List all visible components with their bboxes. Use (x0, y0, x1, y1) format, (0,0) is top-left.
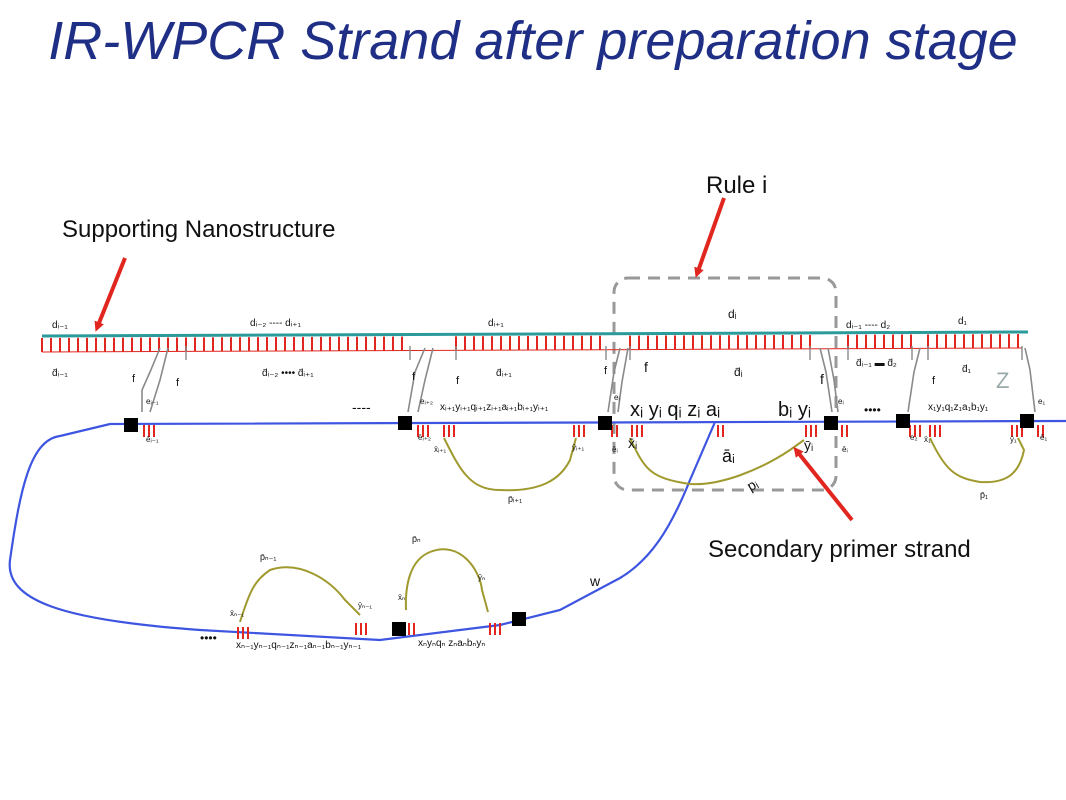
label-f: f (644, 359, 648, 375)
label-x-n-minus-1-bar: x̄ₙ₋₁ (230, 609, 244, 618)
label-e-i-plus-2: eᵢ₊₂ (420, 397, 433, 406)
label-d-i-minus-1: dᵢ₋₁ (52, 320, 68, 331)
label-f: f (604, 365, 608, 377)
segment-outlines (185, 346, 1023, 360)
label-dots-bottom: •••• (200, 631, 217, 645)
label-y-n-minus-1-bar: ȳₙ₋₁ (358, 601, 372, 610)
support-ticks (41, 334, 1023, 353)
strand-block (896, 414, 910, 428)
support-arrow (94, 257, 127, 332)
label-f: f (820, 371, 824, 387)
label-seq-i-left: xᵢ yᵢ qᵢ zᵢ aᵢ (630, 399, 720, 421)
label-e-i-bar: ēᵢ (842, 445, 848, 454)
label-z-mark: Z (996, 368, 1009, 393)
label-f: f (132, 373, 136, 385)
label-y-1-bar: ȳ₁ (1010, 435, 1017, 444)
label-d-i-minus-2-range: dᵢ₋₂ ---- dᵢ₊₁ (250, 318, 302, 329)
label-y-i-bar: ȳᵢ (804, 437, 813, 453)
label-d-i-plus-1: dᵢ₊₁ (488, 318, 504, 329)
label-d-i-minus-1-bar: d̄ᵢ₋₁ (52, 368, 68, 379)
label-d-1-bar: d̄₁ (962, 364, 972, 375)
label-y-i-plus-1-bar: ȳᵢ₊₁ (572, 443, 584, 452)
label-f: f (176, 377, 180, 389)
label-x-i-plus-1-bar: x̄ᵢ₊₁ (434, 445, 447, 454)
label-x-1-bar: x̄₁ (924, 435, 931, 444)
label-d-right-range-bar: d̄ᵢ₋₁ ▬ d̄₂ (856, 358, 897, 369)
label-e-i-bar: ēᵢ (612, 445, 618, 454)
main-strand (8, 419, 1066, 642)
label-p-n-bar: p̄ₙ (412, 534, 421, 544)
support-rail (41, 347, 1023, 353)
strand-block (392, 622, 406, 636)
label-d-i-bar: d̄ᵢ (734, 365, 743, 379)
label-e-i-minus-1-bar: ēᵢ₋₁ (146, 435, 159, 444)
label-e-2: e₂ (910, 433, 918, 442)
label-seq-n-minus-1: xₙ₋₁yₙ₋₁qₙ₋₁zₙ₋₁aₙ₋₁bₙ₋₁yₙ₋₁ (236, 640, 362, 651)
f-links (141, 347, 1036, 413)
primer-arrow (793, 446, 854, 522)
strand-block (598, 416, 612, 430)
label-w: w (589, 573, 601, 589)
slide-title: IR-WPCR Strand after preparation stage (48, 11, 1018, 71)
strand-block (124, 418, 138, 432)
label-dots: ---- (352, 399, 371, 415)
label-seq-1: x₁y₁q₁z₁a₁b₁y₁ (928, 402, 989, 413)
label-d-right-range: dᵢ₋₁ ---- d₂ (846, 320, 890, 331)
rule-i-callout: Rule i (706, 172, 768, 199)
strand-block (824, 416, 838, 430)
rule-box (612, 276, 838, 492)
supporting-nanostructure-callout: Supporting Nanostructure (62, 216, 336, 243)
label-e-i: eᵢ (838, 397, 844, 406)
label-d-i: dᵢ (728, 307, 737, 321)
label-seq-n: xₙyₙqₙ zₙaₙbₙyₙ (418, 638, 485, 649)
label-e-1: e₁ (1038, 397, 1045, 406)
label-p-i-plus-1-bar: p̄ᵢ₊₁ (508, 494, 522, 504)
label-y-n-bar: ȳₙ (478, 573, 485, 582)
strand-block (398, 416, 412, 430)
label-dots-right: •••• (864, 403, 881, 417)
label-e-i: eᵢ (614, 393, 620, 402)
label-x-n-bar: x̄ₙ (398, 593, 405, 602)
strand-ticks (143, 425, 1044, 639)
rule-arrow (694, 197, 726, 278)
secondary-primer-callout: Secondary primer strand (708, 536, 971, 563)
label-f: f (932, 375, 936, 387)
label-p-n-minus-1-bar: p̄ₙ₋₁ (260, 552, 276, 562)
label-x-i-bar: x̄ᵢ (628, 435, 637, 451)
support-line (41, 330, 1029, 338)
label-e-i-plus-2-bar: ēᵢ₊₂ (418, 433, 431, 442)
label-seq-i-plus-1: xᵢ₊₁yᵢ₊₁qᵢ₊₁zᵢ₊₁aᵢ₊₁bᵢ₊₁yᵢ₊₁ (440, 402, 549, 413)
label-seq-i-right: bᵢ yᵢ (778, 399, 811, 421)
blocks (124, 414, 1034, 636)
label-p-1-bar: p̄₁ (980, 490, 988, 500)
label-e-1-bar: ē₁ (1040, 433, 1047, 442)
loops (239, 437, 1026, 623)
label-d-1: d₁ (958, 316, 968, 327)
strand-block (1020, 414, 1034, 428)
label-d-i-plus-1-bar: d̄ᵢ₊₁ (496, 368, 512, 379)
label-a-i-bar: āᵢ (722, 446, 735, 466)
label-f: f (412, 371, 416, 383)
label-f: f (456, 375, 460, 387)
label-d-i-minus-2-range-bar: d̄ᵢ₋₂ •••• d̄ᵢ₊₁ (262, 368, 314, 379)
strand-block (512, 612, 526, 626)
label-e-i-minus-1: eᵢ₋₁ (146, 397, 159, 406)
